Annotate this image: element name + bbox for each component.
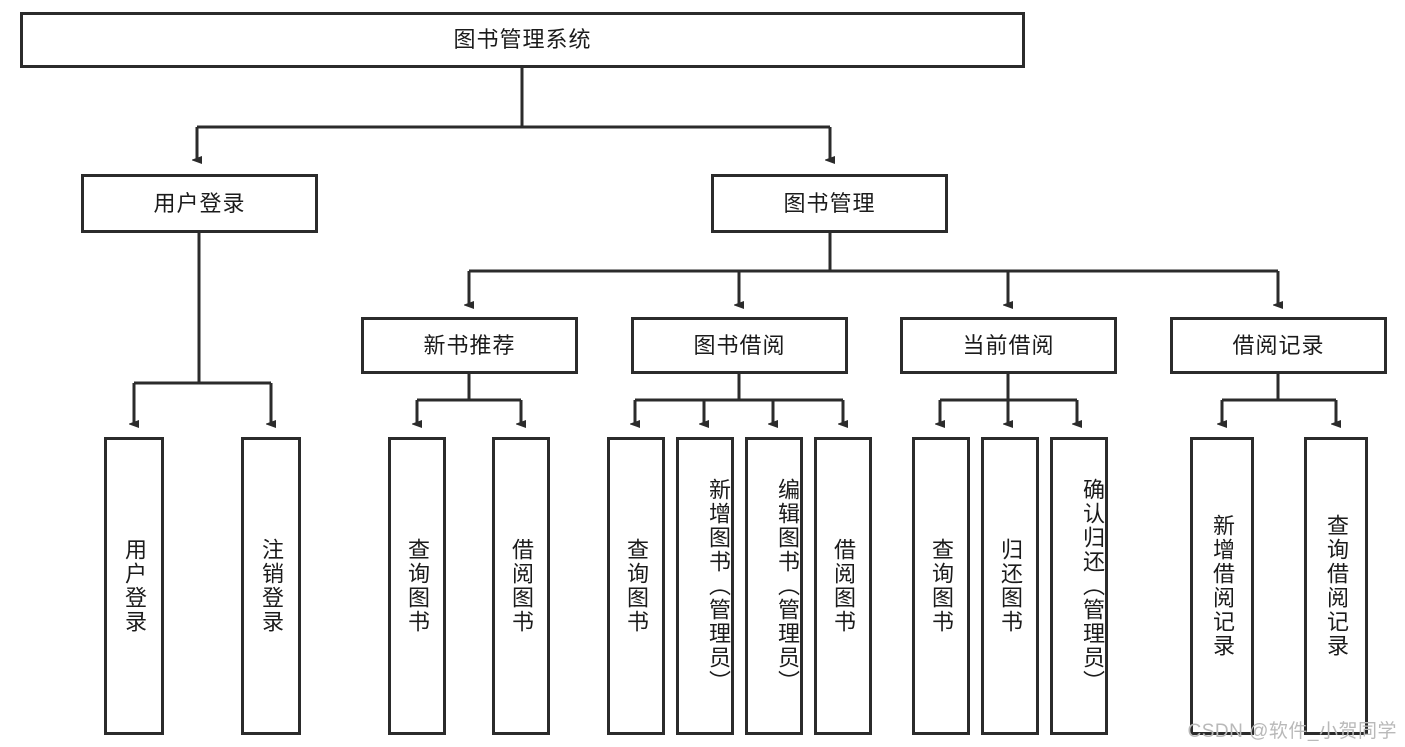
node-leaf-return-book[interactable]: 归还图书 [981,437,1039,735]
node-book-manage-label: 图书管理 [783,190,876,216]
node-new-book-recommend[interactable]: 新书推荐 [361,317,578,374]
node-user-login-label: 用户登录 [153,190,246,216]
node-book-borrow-label: 图书借阅 [693,332,786,358]
node-book-manage[interactable]: 图书管理 [711,174,948,233]
node-leaf-confirm-return[interactable]: 确认归还（管理员） [1050,437,1108,735]
node-leaf-user-login-label: 用户登录 [121,538,147,634]
node-leaf-query-book-2[interactable]: 查询图书 [607,437,665,735]
node-leaf-add-record[interactable]: 新增借阅记录 [1190,437,1254,735]
node-leaf-logout-login-label: 注销登录 [258,538,284,634]
node-leaf-edit-book-label: 编辑图书（管理员） [775,478,800,694]
node-borrow-record-label: 借阅记录 [1232,332,1325,358]
node-leaf-query-book-3-label: 查询图书 [928,538,954,634]
watermark-text: CSDN @软件_小贺同学 [1187,721,1397,742]
node-leaf-query-book-3[interactable]: 查询图书 [912,437,970,735]
node-borrow-record[interactable]: 借阅记录 [1170,317,1387,374]
node-leaf-confirm-return-label: 确认归还（管理员） [1080,478,1105,694]
node-leaf-borrow-book-1-label: 借阅图书 [508,538,534,634]
node-current-borrow-label: 当前借阅 [962,332,1055,358]
node-leaf-logout-login[interactable]: 注销登录 [241,437,301,735]
node-leaf-borrow-book-2[interactable]: 借阅图书 [814,437,872,735]
node-leaf-add-book-label: 新增图书（管理员） [706,478,731,694]
node-leaf-borrow-book-1[interactable]: 借阅图书 [492,437,550,735]
node-new-book-recommend-label: 新书推荐 [423,332,516,358]
node-leaf-query-book-1-label: 查询图书 [404,538,430,634]
node-current-borrow[interactable]: 当前借阅 [900,317,1117,374]
node-leaf-return-book-label: 归还图书 [997,538,1023,634]
node-root[interactable]: 图书管理系统 [20,12,1025,68]
node-leaf-query-record-label: 查询借阅记录 [1323,514,1349,658]
node-leaf-query-book-2-label: 查询图书 [623,538,649,634]
node-leaf-borrow-book-2-label: 借阅图书 [830,538,856,634]
node-leaf-user-login[interactable]: 用户登录 [104,437,164,735]
node-leaf-add-book[interactable]: 新增图书（管理员） [676,437,734,735]
node-leaf-query-record[interactable]: 查询借阅记录 [1304,437,1368,735]
node-leaf-add-record-label: 新增借阅记录 [1209,514,1235,658]
node-root-label: 图书管理系统 [453,27,592,53]
node-leaf-query-book-1[interactable]: 查询图书 [388,437,446,735]
node-user-login[interactable]: 用户登录 [81,174,318,233]
node-book-borrow[interactable]: 图书借阅 [631,317,848,374]
node-leaf-edit-book[interactable]: 编辑图书（管理员） [745,437,803,735]
